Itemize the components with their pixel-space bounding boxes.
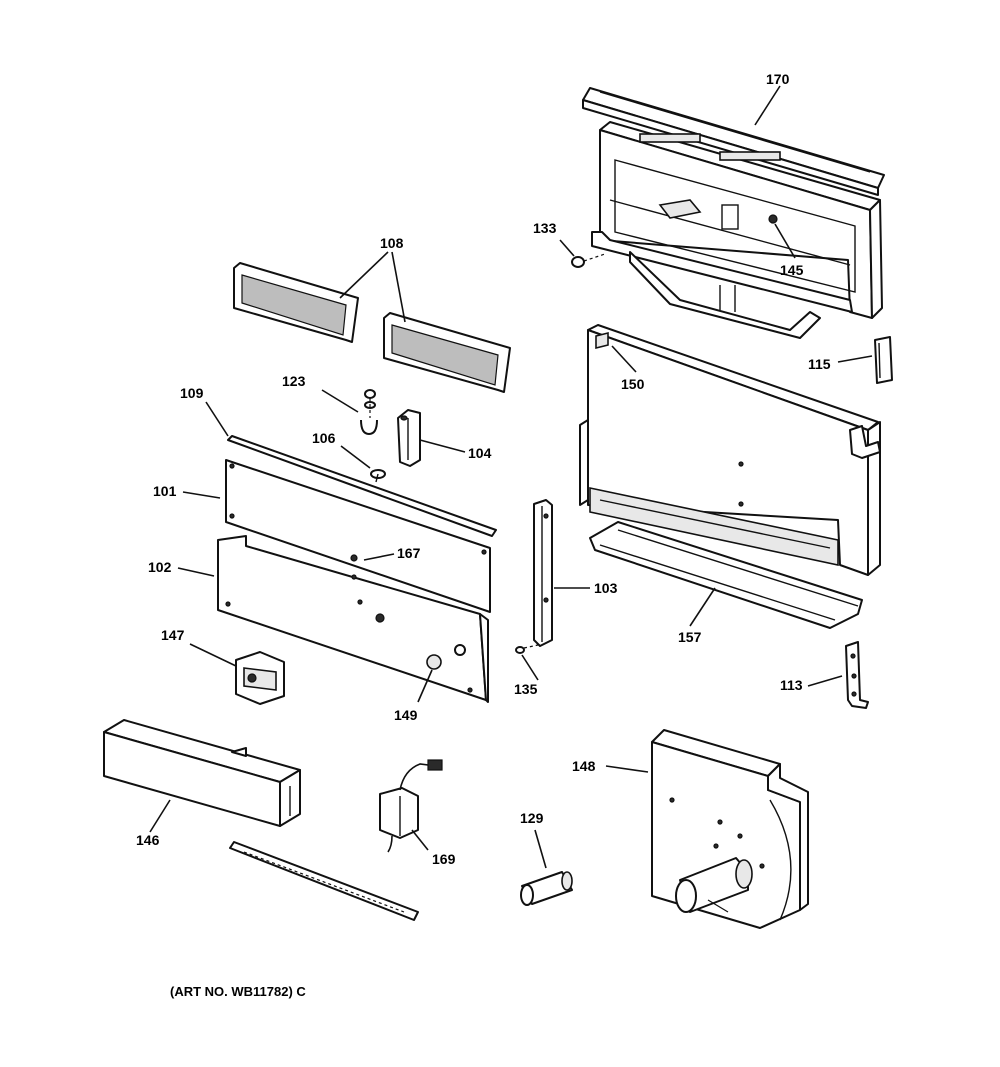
- part-133-plug: 133: [533, 220, 606, 268]
- callout-115-label: 115: [808, 356, 831, 372]
- part-135-screw: 135: [514, 644, 539, 697]
- part-115-bracket: 115: [808, 336, 893, 384]
- callout-150: 150: [611, 345, 645, 392]
- callout-170: 170: [754, 71, 790, 126]
- callout-133-label: 133: [533, 220, 557, 236]
- part-169-transformer: 169: [379, 759, 456, 867]
- part-109-strip: 109: [180, 385, 497, 537]
- part-157-rail: 157: [589, 521, 863, 645]
- part-129-capacitor: 129: [520, 810, 573, 906]
- callout-103-label: 103: [594, 580, 618, 596]
- callout-170-label: 170: [766, 71, 790, 87]
- callout-109-label: 109: [180, 385, 204, 401]
- callout-145: 145: [774, 223, 804, 278]
- part-123-clip: 123: [282, 373, 378, 435]
- part-108-filter-right: [383, 312, 511, 393]
- callout-149: 149: [394, 669, 433, 723]
- part-106-screw: 106: [312, 430, 386, 483]
- part-strap: [229, 841, 419, 921]
- part-108-filter-left: [233, 262, 359, 343]
- part-147-switch: 147: [161, 627, 285, 705]
- callout-150-label: 150: [621, 376, 645, 392]
- part-103-rail: 103: [533, 499, 618, 647]
- part-148-blower: 148: [572, 729, 809, 929]
- callout-167-label: 167: [397, 545, 421, 561]
- callout-129-label: 129: [520, 810, 544, 826]
- part-102-panel: 102: [148, 535, 489, 703]
- part-upper-housing: [591, 121, 883, 339]
- callout-108: 108: [339, 235, 406, 323]
- callout-113-label: 113: [780, 677, 803, 693]
- callout-104-label: 104: [468, 445, 492, 461]
- part-104-bracket: 104: [397, 409, 492, 467]
- callout-101-label: 101: [153, 483, 177, 499]
- callout-148-label: 148: [572, 758, 596, 774]
- art-number: (ART NO. WB11782) C: [170, 984, 306, 999]
- callout-169-label: 169: [432, 851, 456, 867]
- callout-123-label: 123: [282, 373, 306, 389]
- part-146-duct: 146: [103, 719, 301, 848]
- callout-106-label: 106: [312, 430, 336, 446]
- callout-167: 167: [363, 545, 421, 561]
- callout-135-label: 135: [514, 681, 538, 697]
- callout-157-label: 157: [678, 629, 702, 645]
- callout-108-label: 108: [380, 235, 404, 251]
- callout-145-label: 145: [780, 262, 804, 278]
- callout-102-label: 102: [148, 559, 172, 575]
- callout-146-label: 146: [136, 832, 160, 848]
- part-middle-housing: [579, 324, 881, 576]
- callout-147-label: 147: [161, 627, 185, 643]
- callout-149-label: 149: [394, 707, 418, 723]
- part-113-bracket: 113: [780, 641, 869, 709]
- part-101-panel: 101: [153, 459, 491, 613]
